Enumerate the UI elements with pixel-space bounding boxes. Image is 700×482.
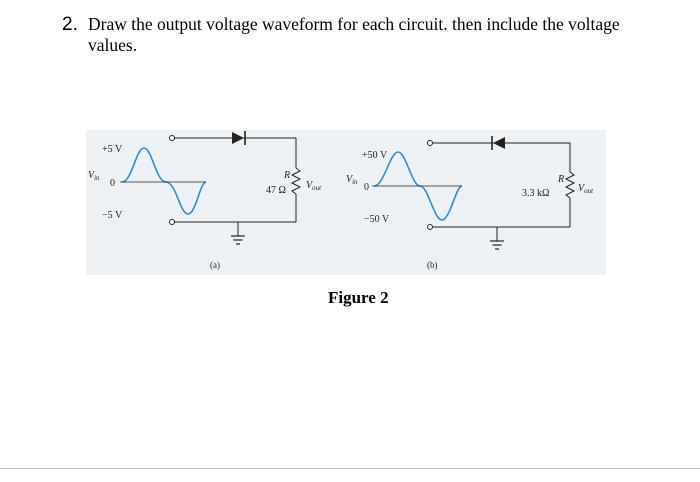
circuit-b-vout-label: Vout (578, 183, 594, 195)
circuit-a-top-terminal (169, 135, 175, 141)
circuit-a-label: (a) (210, 260, 220, 270)
circuit-b-diode (491, 136, 505, 150)
circuit-b-peak-pos: +50 V (362, 150, 388, 161)
circuit-a-zero: 0 (110, 178, 115, 189)
circuit-b-r-name: R (557, 174, 564, 185)
circuit-a-peak-pos: +5 V (102, 144, 123, 155)
circuit-a-resistor (290, 167, 302, 195)
circuit-a-vout-label: Vout (306, 180, 322, 192)
figure-panel (86, 130, 606, 275)
question-text: Draw the output voltage waveform for eac… (88, 14, 620, 55)
circuit-a-bottom-terminal (169, 219, 175, 225)
page-divider (0, 468, 700, 469)
circuit-a-input-waveform (121, 147, 207, 215)
circuit-b-zero: 0 (364, 182, 369, 193)
circuit-b-ground-icon (490, 227, 504, 250)
circuit-a-ground-icon (231, 222, 245, 245)
circuit-b: +50 V −50 V 0 Vin R 3.3 kΩ Vout (b) (346, 136, 594, 270)
circuit-b-top-terminal (427, 140, 433, 146)
circuit-b-r-value: 3.3 kΩ (522, 188, 549, 199)
circuit-b-vin-label: Vin (346, 174, 358, 186)
circuit-a-r-name: R (283, 170, 290, 181)
circuit-b-resistor (564, 171, 576, 199)
circuit-a: +5 V −5 V 0 Vin R 47 Ω Vout (a) (88, 131, 322, 270)
circuit-b-bottom-terminal (427, 224, 433, 230)
circuit-a-r-value: 47 Ω (266, 185, 286, 196)
circuit-a-vin-label: Vin (88, 170, 100, 182)
question-number: 2. (62, 14, 78, 35)
circuit-b-label: (b) (427, 260, 438, 270)
question-block: 2. Draw the output voltage waveform for … (62, 14, 662, 56)
figure-caption: Figure 2 (328, 288, 389, 307)
circuit-a-peak-neg: −5 V (102, 210, 123, 221)
circuit-b-peak-neg: −50 V (364, 214, 390, 225)
circuit-a-diode (232, 131, 246, 145)
